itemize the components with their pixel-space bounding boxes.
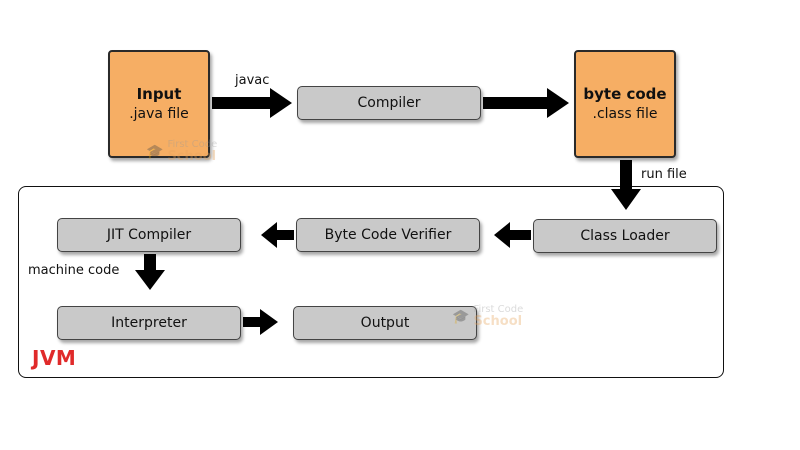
edge-label-run-file: run file [641,167,687,182]
arrow-interpreter-to-output [243,309,278,335]
bytecode-subtitle: .class file [592,106,658,122]
watermark-line1: First Code [473,304,524,315]
input-java-file-node: Input .java file [108,50,210,158]
arrow-input-to-compiler [212,88,292,118]
input-subtitle: .java file [129,106,189,122]
edge-label-javac: javac [235,73,270,88]
byte-code-class-file-node: byte code .class file [574,50,676,158]
bytecode-title: byte code [583,85,667,103]
watermark-line1: First Code [167,139,218,150]
jvm-label: JVM [32,346,77,370]
byte-code-verifier-node: Byte Code Verifier [296,218,480,252]
output-node: Output [293,306,477,340]
watermark-hat-icon: 🎓 [146,143,164,160]
watermark-line2: School [167,149,217,164]
arrow-jit-to-interpreter [135,254,165,290]
watermark-top: 🎓 First Code School [146,139,218,164]
compiler-node: Compiler [297,86,481,120]
jit-compiler-node: JIT Compiler [57,218,241,252]
interpreter-node: Interpreter [57,306,241,340]
edge-label-machine-code: machine code [28,263,120,278]
input-title: Input [136,85,182,103]
watermark-line2: School [473,314,523,329]
jvm-container [18,186,724,378]
arrow-compiler-to-bytecode [483,88,569,118]
arrow-verifier-to-jit [261,222,294,248]
class-loader-node: Class Loader [533,219,717,253]
watermark-bottom: 🎓 First Code School [452,304,524,329]
arrow-classloader-to-verifier [494,222,531,248]
watermark-hat-icon: 🎓 [452,308,470,325]
arrow-bytecode-to-classloader [611,160,641,210]
